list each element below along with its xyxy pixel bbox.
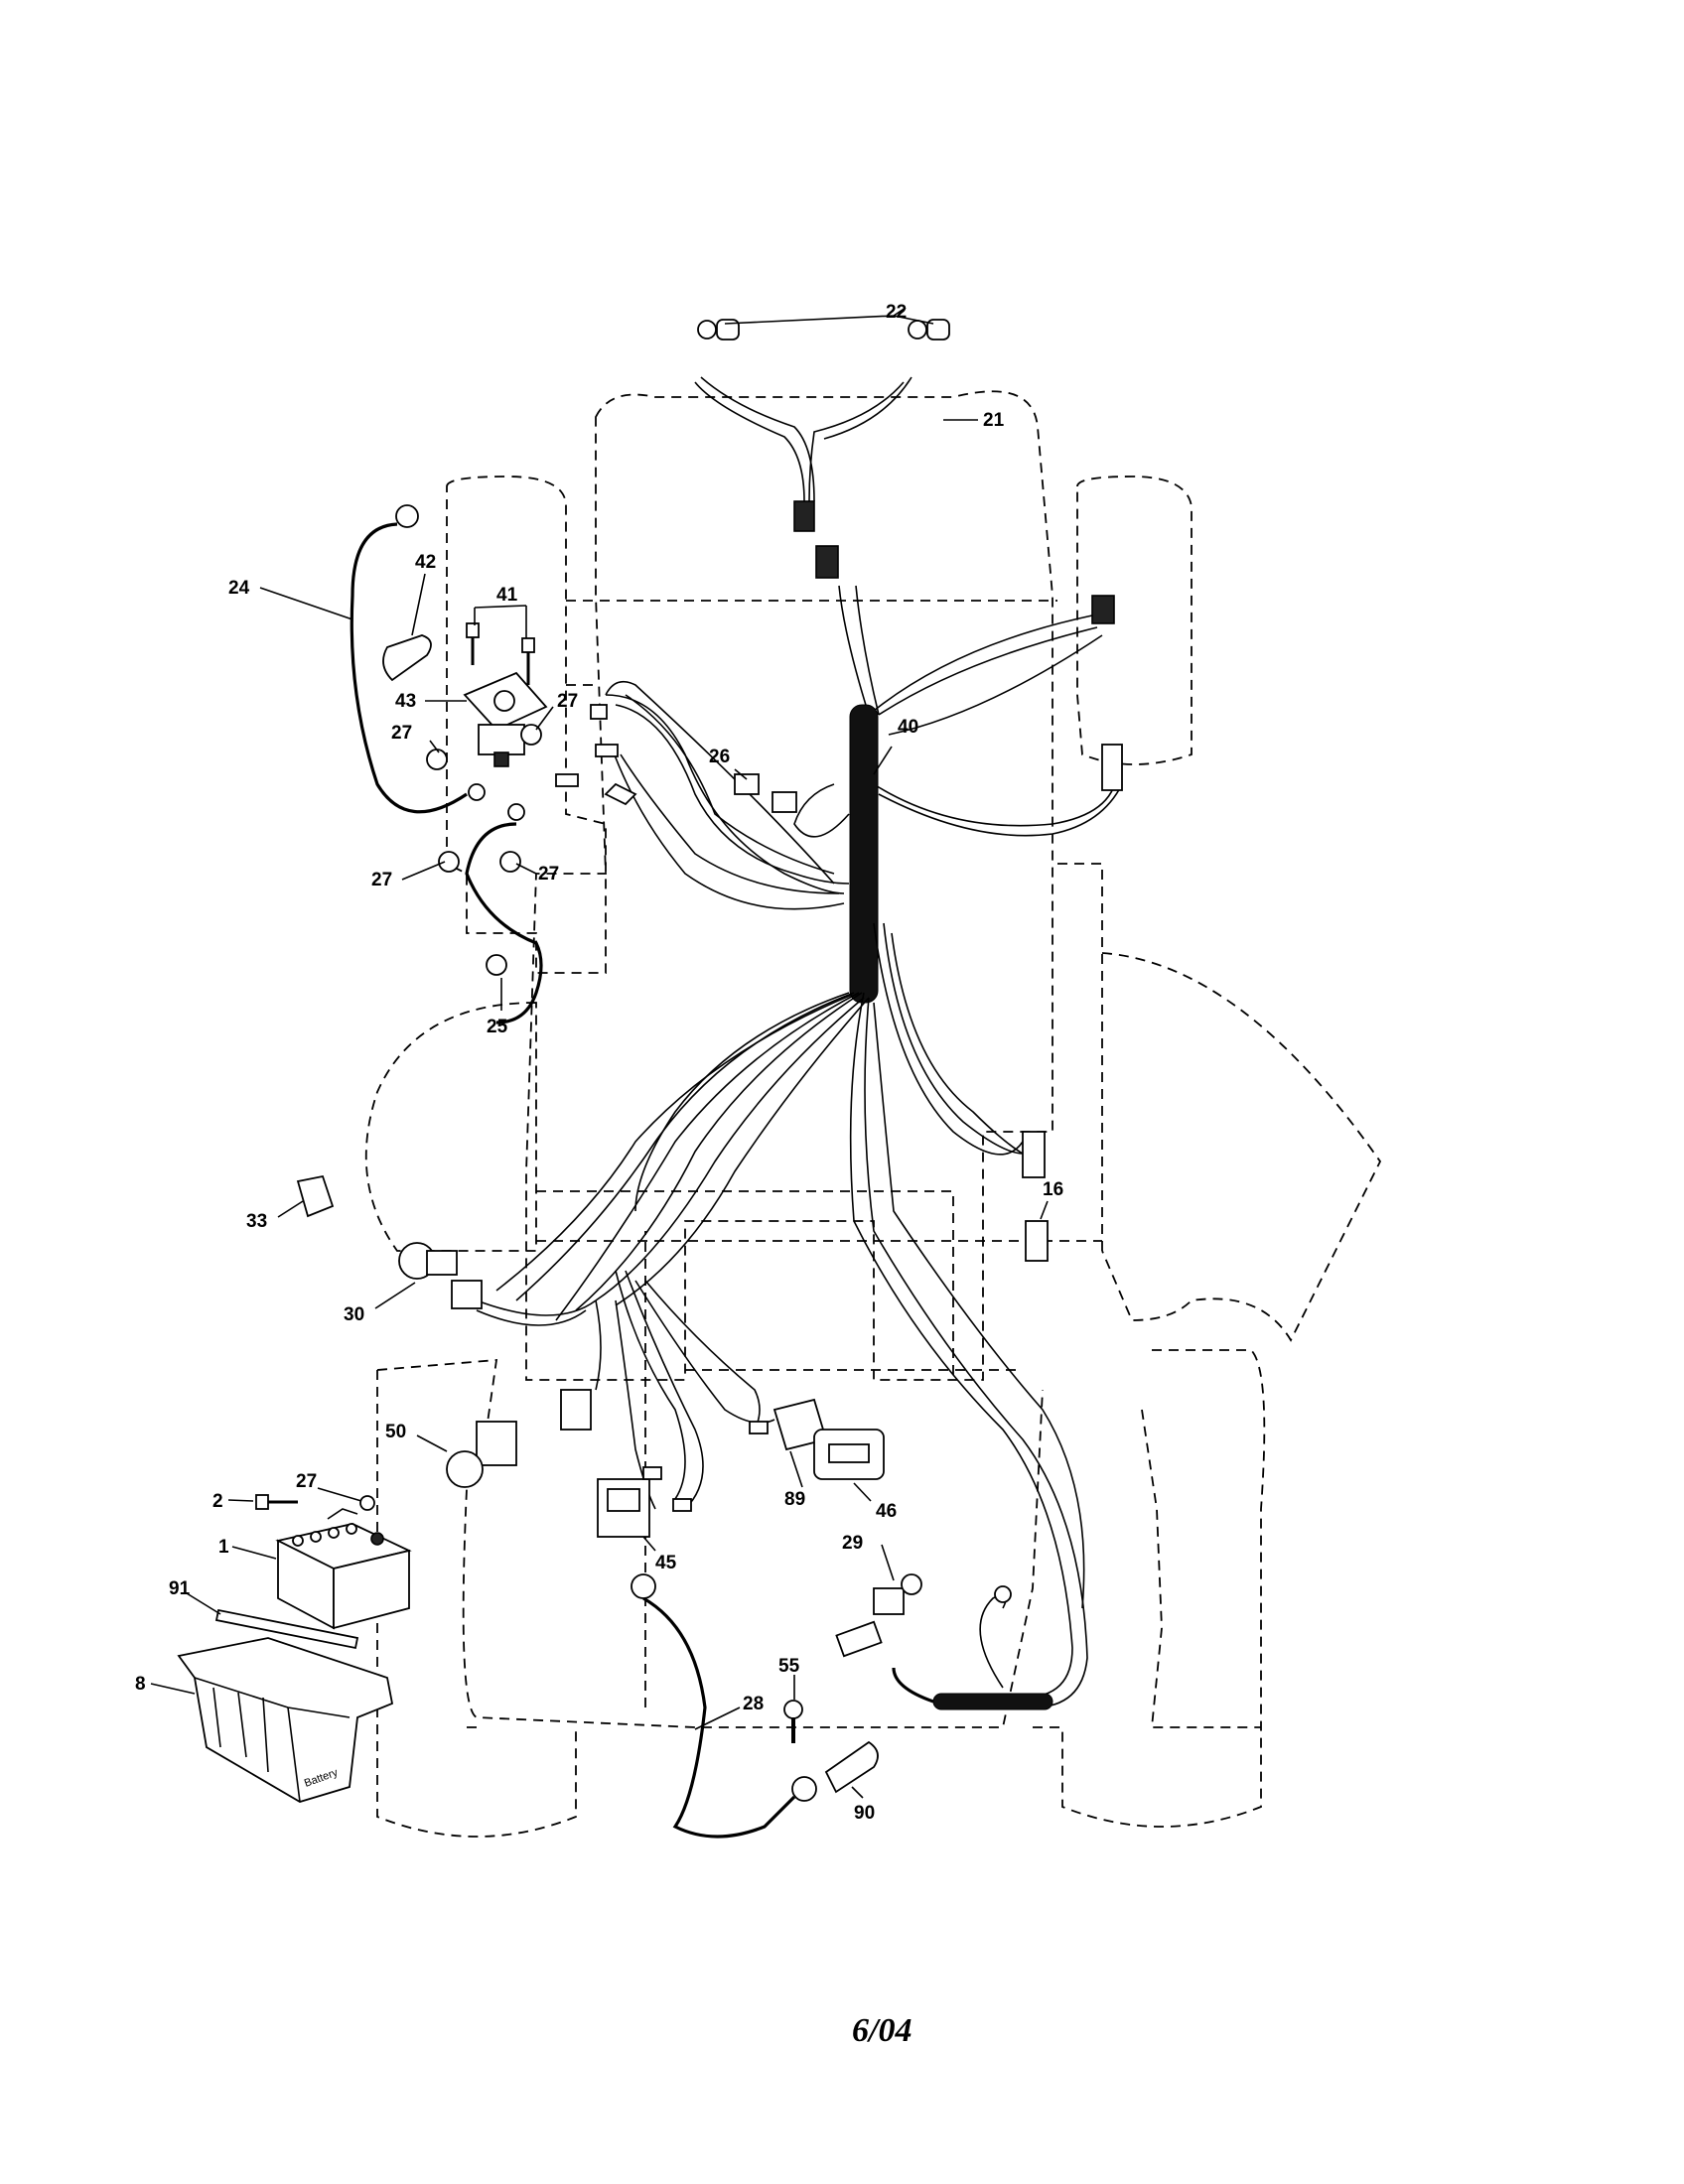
leader-lines [150, 307, 1049, 1799]
machine-outline [364, 390, 1382, 1838]
connector [560, 1389, 592, 1431]
solenoid-bolts [466, 622, 535, 685]
callout-40: 40 [898, 717, 918, 738]
callout-46: 46 [876, 1501, 897, 1522]
seat-switch [873, 1573, 922, 1615]
ring-terminal [486, 954, 507, 976]
nut [359, 1495, 375, 1511]
callout-45: 45 [655, 1553, 677, 1573]
ignition-key [296, 1174, 335, 1218]
ammeter [597, 1478, 650, 1538]
hour-meter [813, 1429, 885, 1480]
battery-tray: Battery [177, 1637, 394, 1803]
terminal [595, 744, 619, 757]
connector [642, 1466, 662, 1480]
callout-27-solenoid-left: 27 [391, 723, 412, 744]
battery [275, 1508, 412, 1630]
callout-24: 24 [228, 578, 250, 599]
ignition-switch [398, 1242, 483, 1309]
terminal [590, 704, 608, 720]
terminal [604, 782, 637, 806]
ring-terminal [507, 803, 525, 821]
callout-33: 33 [246, 1211, 267, 1232]
terminal-boot [824, 1740, 879, 1794]
callout-90: 90 [854, 1803, 875, 1824]
battery-bolt [255, 1494, 298, 1510]
ground-bolt [783, 1700, 803, 1743]
callout-27-solenoid-right: 27 [557, 691, 578, 712]
nut [426, 749, 448, 770]
diode-connector [1025, 1220, 1049, 1262]
headlight-harness [694, 376, 912, 579]
connector [835, 1620, 883, 1658]
connector [1101, 744, 1123, 791]
callout-50: 50 [385, 1422, 406, 1442]
nut [438, 851, 460, 873]
wire-harness [476, 585, 1123, 1708]
callout-91: 91 [169, 1578, 191, 1599]
callout-41: 41 [496, 585, 518, 606]
ring-terminal [631, 1573, 656, 1599]
callout-30: 30 [344, 1304, 364, 1325]
nut [499, 851, 521, 873]
terminal [555, 773, 579, 787]
callout-26: 26 [709, 747, 730, 767]
callout-29: 29 [842, 1533, 863, 1554]
ring-terminal [468, 783, 486, 801]
connector [749, 1421, 769, 1434]
connector [672, 1498, 692, 1512]
callout-43: 43 [395, 691, 416, 712]
callout-27-lower-right: 27 [538, 864, 559, 885]
fuse-holder [734, 773, 797, 813]
terminal-boot [382, 634, 432, 682]
callout-21: 21 [983, 410, 1005, 431]
callout-25: 25 [487, 1017, 508, 1037]
harness-coil [849, 704, 879, 1004]
callout-42: 42 [415, 552, 436, 573]
callout-16: 16 [1043, 1179, 1063, 1200]
ring-terminal [395, 504, 419, 528]
callout-55: 55 [778, 1656, 800, 1677]
battery-strap [214, 1608, 359, 1650]
callout-27-battery: 27 [296, 1471, 317, 1492]
callout-22: 22 [886, 302, 907, 323]
callout-2: 2 [212, 1491, 223, 1512]
wire-24 [350, 522, 468, 814]
coiled-cord [892, 1585, 1053, 1710]
callout-28: 28 [743, 1694, 764, 1714]
connector [1022, 1131, 1046, 1178]
callout-89: 89 [784, 1489, 805, 1510]
pto-switch [446, 1421, 517, 1488]
ring-terminal [791, 1776, 817, 1802]
footer-date: 6/04 [852, 2012, 912, 2049]
wire-25 [465, 822, 543, 1024]
connector [1091, 595, 1115, 624]
wire-28 [642, 1596, 796, 1839]
light-bulb-pair [697, 319, 950, 341]
callout-8: 8 [135, 1674, 146, 1695]
callout-1: 1 [218, 1537, 229, 1558]
callout-27-lower-left: 27 [371, 870, 392, 890]
starter-solenoid [463, 671, 548, 767]
